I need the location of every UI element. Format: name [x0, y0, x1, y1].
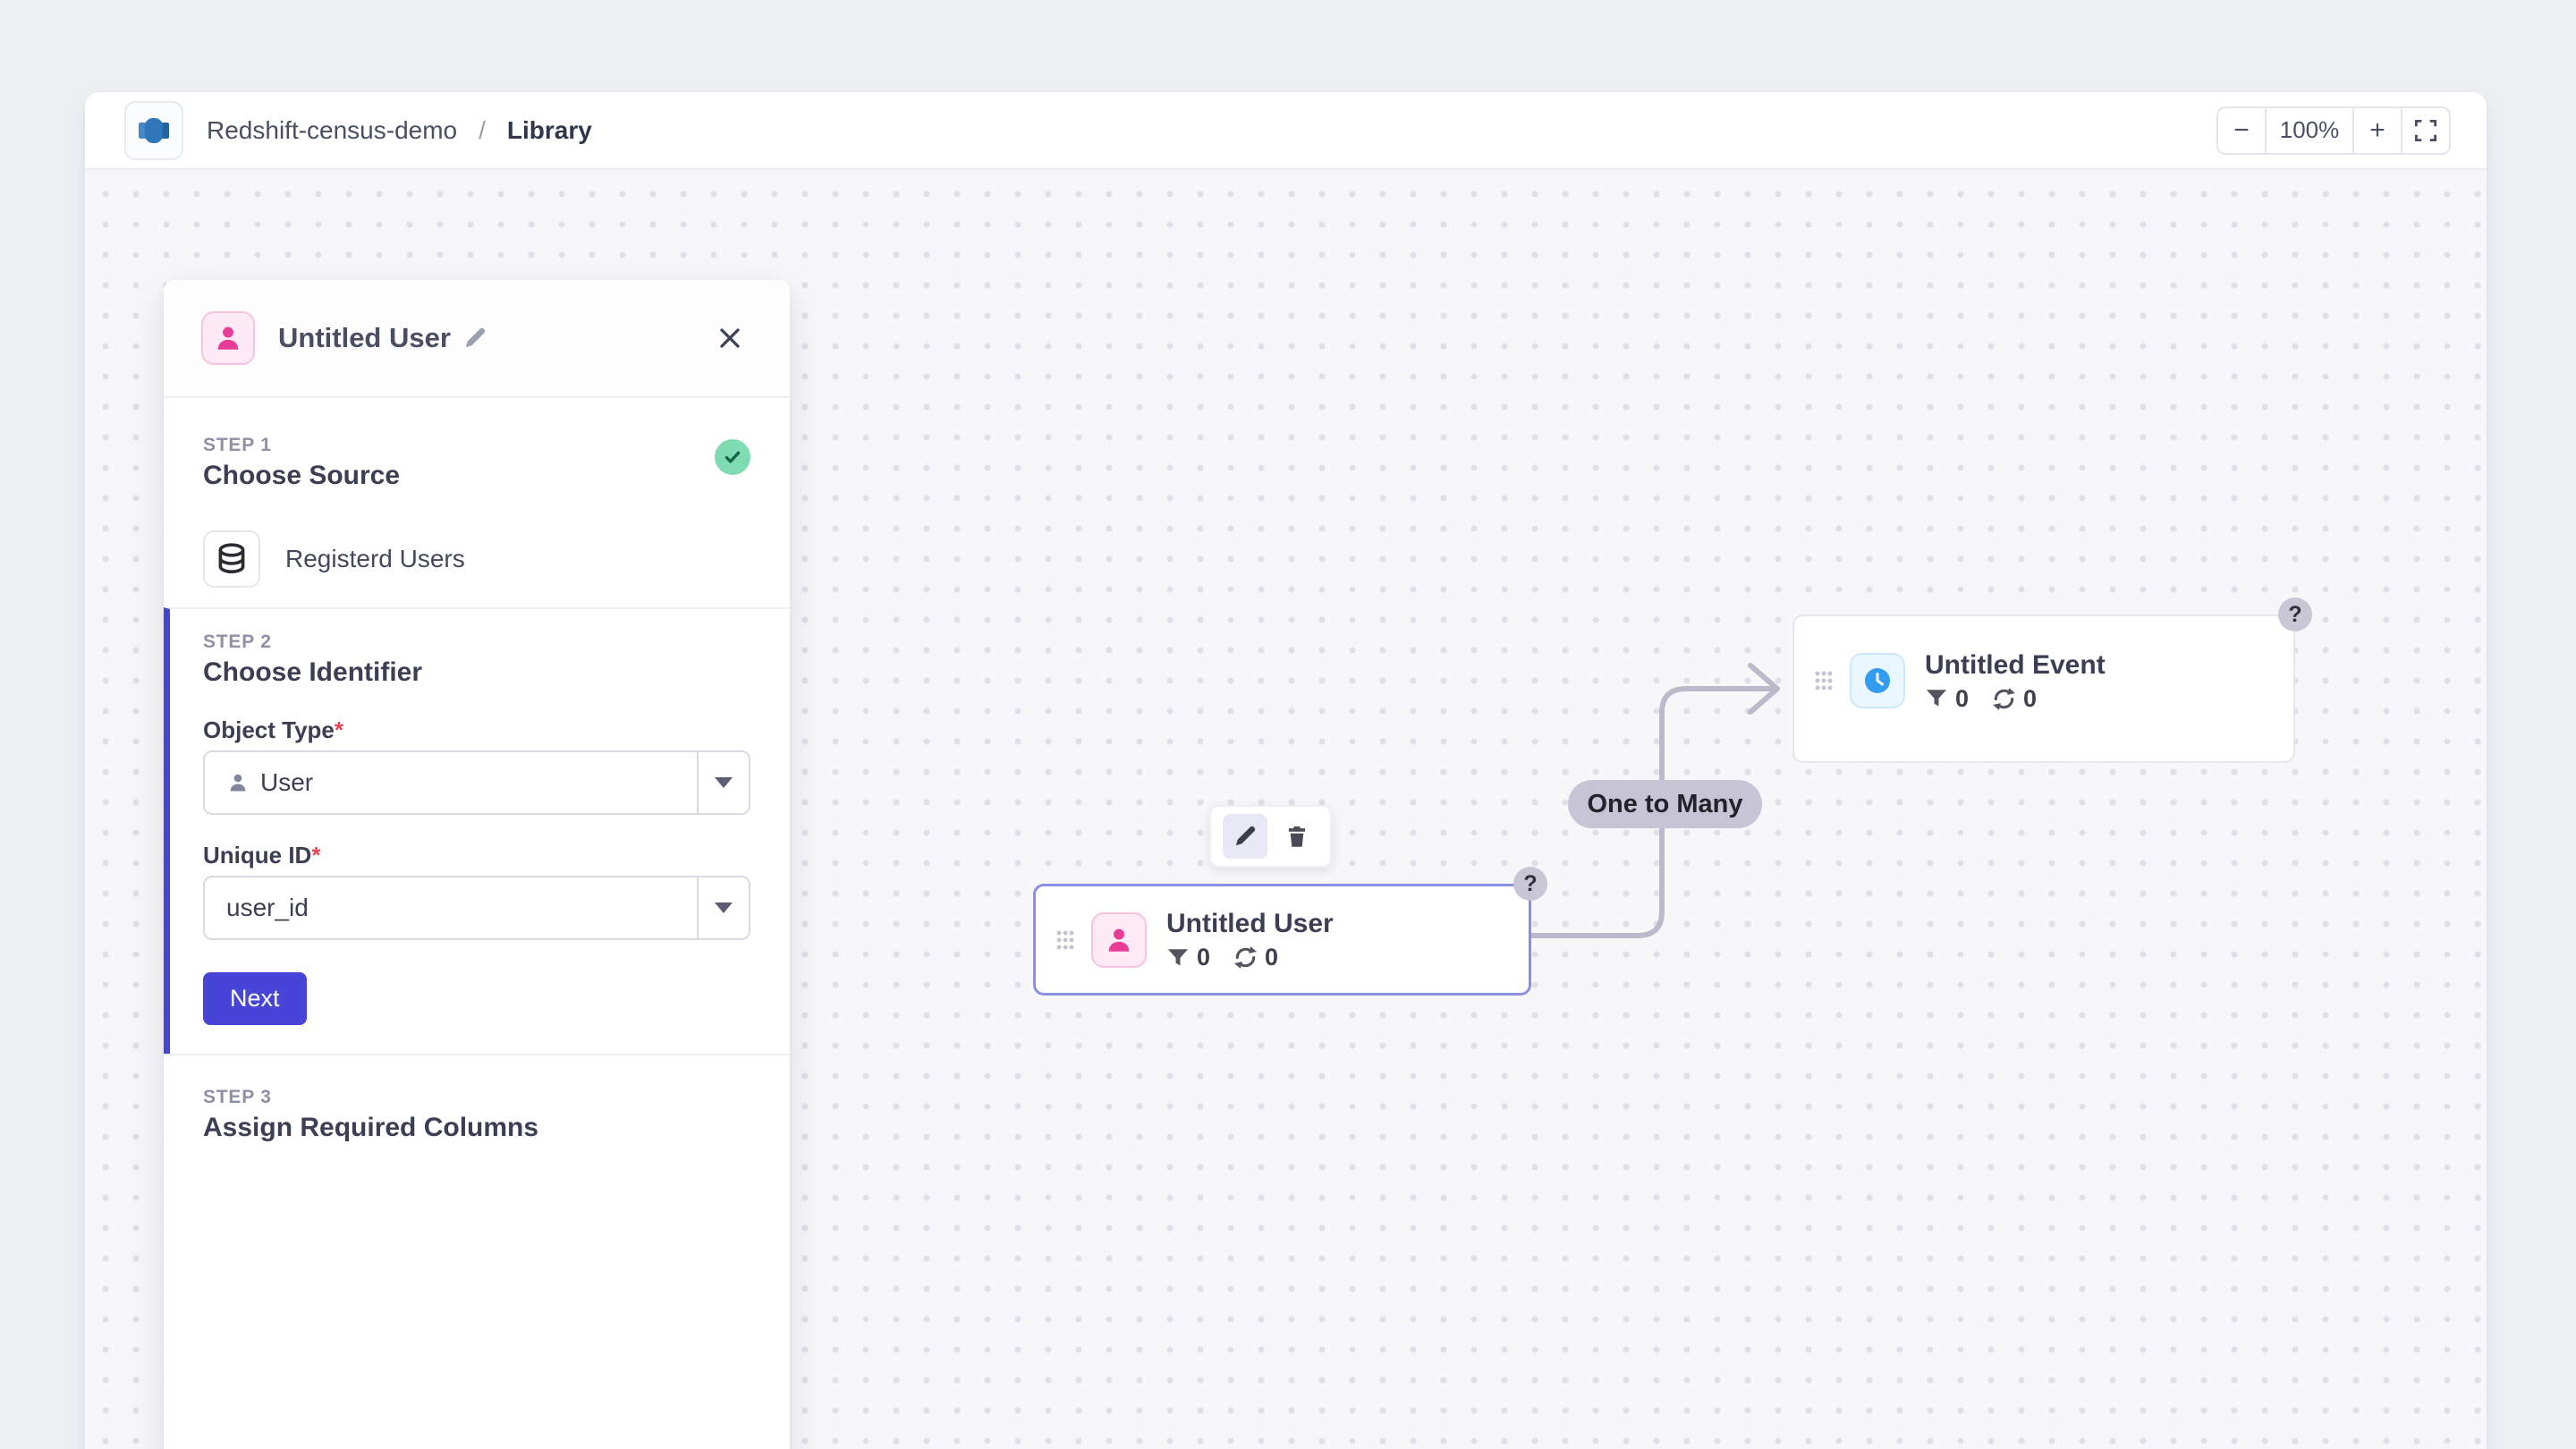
user-node-help-button[interactable]: ? [1513, 867, 1547, 901]
zoom-level: 100% [2265, 107, 2352, 153]
pencil-icon [1235, 826, 1255, 846]
edge-cardinality-label[interactable]: One to Many [1568, 780, 1762, 828]
zoom-out-button[interactable]: − [2233, 114, 2250, 145]
selected-source[interactable]: Registerd Users [203, 530, 750, 588]
source-name: Registerd Users [285, 545, 465, 572]
fullscreen-icon [2414, 119, 2437, 141]
node-toolbar [1209, 805, 1332, 868]
edge-cardinality-text: One to Many [1587, 789, 1743, 818]
step3-label: STEP 3 [203, 1087, 272, 1107]
drag-handle-icon[interactable] [1814, 668, 1834, 693]
user-type-icon [201, 311, 255, 365]
event-node-help-button[interactable]: ? [2278, 597, 2312, 631]
top-bar: Redshift-census-demo / Library − 100% + [85, 92, 2487, 170]
check-icon [724, 451, 741, 463]
breadcrumb-project[interactable]: Redshift-census-demo [207, 115, 458, 144]
event-node-body: Untitled Event 0 [1925, 649, 2106, 713]
edit-node-button[interactable] [1222, 814, 1267, 859]
delete-node-button[interactable] [1275, 814, 1319, 859]
step3-section: STEP 3 Assign Required Columns [164, 1054, 790, 1145]
sync-icon [1993, 687, 2015, 710]
user-node-body: Untitled User 0 [1166, 908, 1334, 971]
object-type-select[interactable]: User [203, 750, 750, 815]
event-filter-badge: 0 [1925, 685, 1969, 713]
chevron-down-icon [715, 902, 733, 913]
unique-id-select[interactable]: user_id [203, 876, 750, 940]
zoom-controls: − 100% + [2216, 106, 2451, 155]
trash-icon [1288, 826, 1305, 847]
database-icon [203, 530, 260, 588]
chevron-down-icon [715, 777, 733, 788]
close-icon [720, 328, 740, 348]
event-sync-badge: 0 [1992, 685, 2037, 713]
step3-title: Assign Required Columns [203, 1113, 539, 1142]
close-panel-button[interactable] [711, 319, 749, 357]
step1-label: STEP 1 [203, 435, 272, 455]
object-editor-panel: Untitled User STEP 1 [164, 280, 790, 1449]
step-complete-badge [715, 439, 750, 475]
breadcrumb: Redshift-census-demo / Library [207, 116, 592, 145]
filter-icon [1167, 948, 1189, 965]
unique-id-label: Unique ID* [203, 842, 321, 869]
required-marker: * [334, 716, 344, 743]
pencil-icon [465, 327, 486, 348]
step1-section: STEP 1 Choose Source [164, 398, 790, 607]
required-marker: * [311, 842, 321, 869]
step1-title: Choose Source [203, 461, 401, 490]
panel-title: Untitled User [278, 322, 451, 353]
filter-icon [1926, 690, 1947, 707]
step2-label: STEP 2 [203, 631, 272, 652]
user-sync-badge: 0 [1233, 944, 1278, 971]
object-type-value: User [260, 768, 314, 796]
person-icon [230, 774, 246, 792]
breadcrumb-current-page: Library [506, 115, 592, 144]
rename-button[interactable] [463, 326, 487, 350]
redshift-icon [124, 100, 183, 160]
zoom-in-button[interactable]: + [2352, 107, 2401, 153]
event-node-title: Untitled Event [1925, 649, 2106, 680]
user-node[interactable]: Untitled User 0 [1033, 884, 1531, 996]
unique-id-value: user_id [226, 894, 309, 921]
breadcrumb-separator: / [479, 115, 486, 144]
user-filter-badge: 0 [1166, 944, 1210, 971]
app-window: Redshift-census-demo / Library − 100% + [85, 92, 2487, 1449]
step2-title: Choose Identifier [203, 657, 423, 687]
unique-id-dropdown-button[interactable] [697, 877, 749, 938]
user-type-icon [1091, 911, 1147, 968]
sync-icon [1234, 946, 1257, 969]
event-node[interactable]: Untitled Event 0 [1792, 614, 2295, 763]
model-canvas[interactable]: One to Many [85, 170, 2487, 1449]
object-type-label: Object Type* [203, 716, 344, 743]
step2-section: STEP 2 Choose Identifier Object Type* [164, 607, 790, 1054]
event-type-icon [1850, 653, 1905, 708]
object-type-dropdown-button[interactable] [697, 752, 749, 813]
fullscreen-button[interactable] [2401, 107, 2449, 153]
user-node-title: Untitled User [1166, 909, 1334, 938]
drag-handle-icon[interactable] [1055, 928, 1075, 953]
next-button[interactable]: Next [203, 972, 307, 1025]
panel-header: Untitled User [164, 280, 790, 398]
